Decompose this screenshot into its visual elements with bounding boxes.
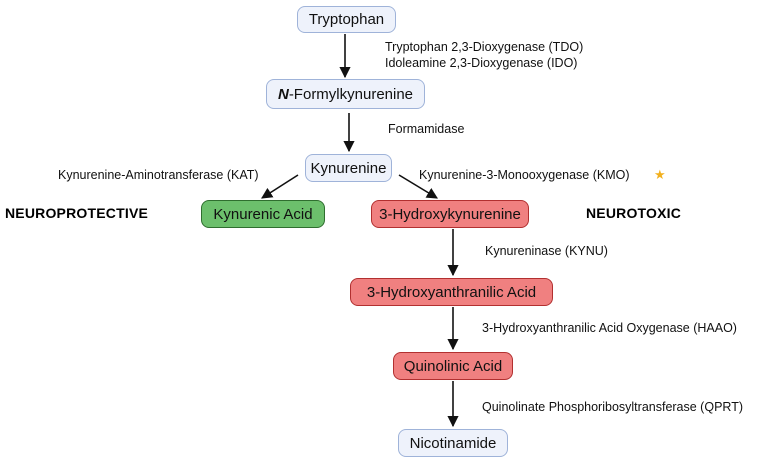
neurotoxic-label: NEUROTOXIC [586, 205, 682, 221]
enzyme-kmo-label: Kynurenine-3-Monooxygenase (KMO) [419, 168, 630, 182]
node-formylkynurenine: N-Formylkynurenine [266, 79, 425, 109]
neuroprotective-label: NEUROPROTECTIVE [5, 205, 149, 221]
node-quinolinic-acid-label: Quinolinic Acid [403, 357, 503, 375]
star-icon: ★ [654, 167, 666, 182]
enzyme-kynu-label: Kynureninase (KYNU) [485, 244, 608, 258]
enzyme-haao-label: 3-Hydroxyanthranilic Acid Oxygenase (HAA… [482, 321, 737, 335]
node-nicotinamide-label: Nicotinamide [409, 434, 497, 452]
arrow-kynurenine-to-kynurenic-acid [261, 174, 299, 199]
node-hydroxykynurenine-label: 3-Hydroxykynurenine [379, 205, 521, 223]
node-kynurenine-label: Kynurenine [310, 159, 387, 177]
node-quinolinic-acid: Quinolinic Acid [393, 352, 513, 380]
node-formylkynurenine-label: -Formylkynurenine [288, 85, 414, 103]
node-nicotinamide: Nicotinamide [398, 429, 508, 457]
node-hydroxyanthranilic-acid-label: 3-Hydroxyanthranilic Acid [366, 283, 537, 301]
enzyme-ido-label: Idoleamine 2,3-Dioxygenase (IDO) [385, 56, 578, 70]
node-tryptophan: Tryptophan [297, 6, 396, 33]
node-hydroxykynurenine: 3-Hydroxykynurenine [371, 200, 529, 228]
node-kynurenic-acid: Kynurenic Acid [201, 200, 325, 228]
node-kynurenic-acid-label: Kynurenic Acid [213, 205, 313, 223]
node-kynurenine: Kynurenine [305, 154, 392, 182]
node-formylkynurenine-prefix: N [277, 85, 289, 103]
node-tryptophan-label: Tryptophan [308, 11, 385, 28]
node-hydroxyanthranilic-acid: 3-Hydroxyanthranilic Acid [350, 278, 553, 306]
enzyme-tdo-label: Tryptophan 2,3-Dioxygenase (TDO) [385, 40, 584, 54]
enzyme-kat-label: Kynurenine-Aminotransferase (KAT) [58, 168, 259, 182]
enzyme-qprt-label: Quinolinate Phosphoribosyltransferase (Q… [482, 400, 744, 414]
enzyme-formamidase-label: Formamidase [388, 122, 465, 136]
